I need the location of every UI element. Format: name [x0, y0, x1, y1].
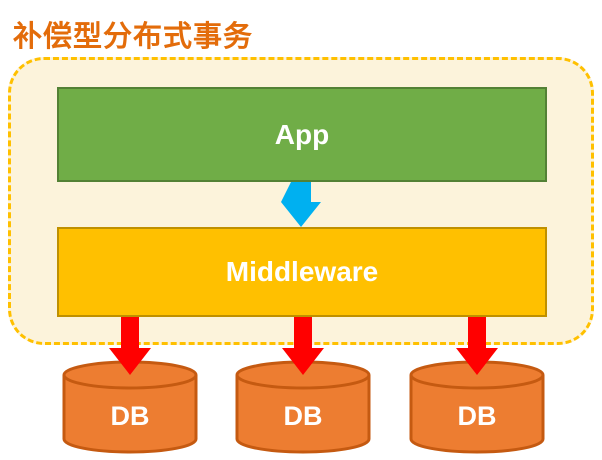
db-label: DB: [110, 401, 150, 431]
app-to-middleware-down-arrow-icon: [281, 182, 321, 227]
middleware-to-db-down-arrow-icon: [282, 317, 324, 375]
database-cylinder-icon: [409, 360, 545, 454]
middleware-label: Middleware: [225, 256, 379, 287]
middleware-box: Middleware: [57, 227, 547, 317]
db-label: DB: [457, 401, 497, 431]
diagram-title: 补偿型分布式事务: [13, 21, 254, 53]
database-cylinder-icon: [62, 360, 198, 454]
db-cylinder: DB: [408, 359, 546, 455]
db-label: DB: [283, 401, 323, 431]
db-cylinder: DB: [61, 359, 199, 455]
app-label: App: [274, 118, 330, 150]
middleware-to-db-down-arrow-icon: [456, 317, 498, 375]
middleware-to-db-down-arrow-icon: [109, 317, 151, 375]
app-box: App: [57, 87, 547, 182]
